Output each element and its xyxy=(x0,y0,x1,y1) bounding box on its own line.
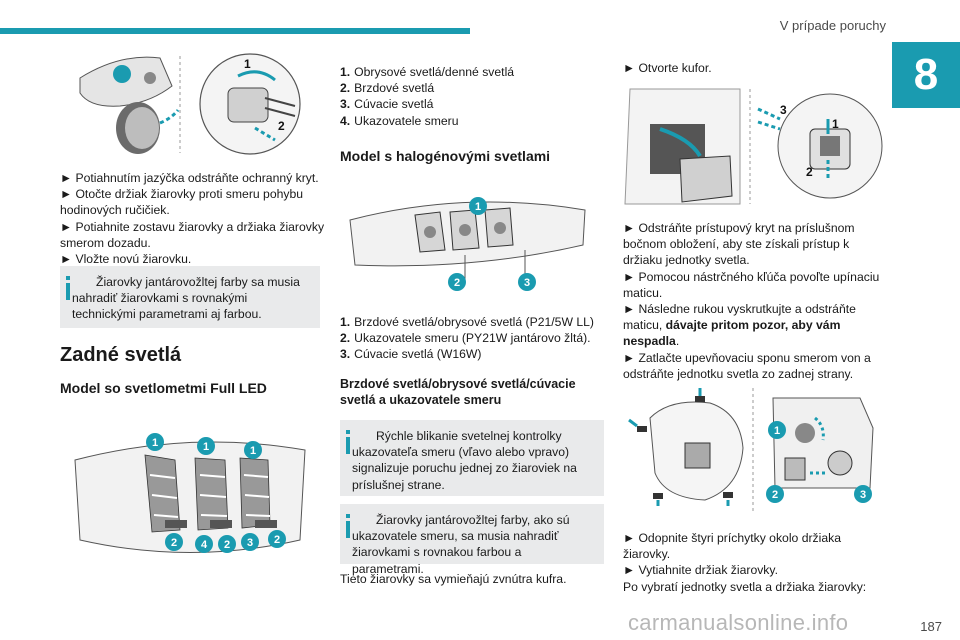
col3-steps-2: ► Odopnite štyri príchytky okolo držiaka… xyxy=(623,530,888,595)
legend-item: 4.Ukazovatele smeru xyxy=(340,113,459,128)
step-remove-access-cover: ► Odstráňte prístupový kryt na príslušno… xyxy=(623,221,855,268)
col2-legend-list-2: 1.Brzdové svetlá/obrysové svetlá (P21/5W… xyxy=(340,314,610,363)
section-title: Zadné svetlá xyxy=(60,344,182,366)
page-number: 187 xyxy=(920,619,942,634)
step-loosen-nut: ► Pomocou nástrčného kľúča povoľte upína… xyxy=(623,269,880,300)
info-icon xyxy=(346,514,350,538)
legend-item: 3.Cúvacie svetlá xyxy=(340,97,434,112)
fig3-label-2: 2 xyxy=(454,277,460,289)
legend-item: 1.Brzdové svetlá/obrysové svetlá (P21/5W… xyxy=(340,315,594,329)
fig2-label-a: 1 xyxy=(152,437,158,449)
figure-trunk-access-cover: 3 1 2 xyxy=(624,88,883,205)
legend-item: 3.Cúvacie svetlá (W16W) xyxy=(340,347,482,362)
fig3-label-3: 3 xyxy=(524,277,530,289)
header-accent-bar xyxy=(0,28,470,34)
step-open-trunk: ► Otvorte kufor. xyxy=(623,61,712,75)
step-push-clip: ► Zatlačte upevňovaciu sponu smerom von … xyxy=(623,350,871,381)
info-box-amber-bulbs: Žiarovky jantárovožltej farby sa musia n… xyxy=(60,266,320,328)
fig4-label-1: 1 xyxy=(832,117,839,131)
info-box-amber-indicators: Žiarovky jantárovožltej farby, ako sú uk… xyxy=(340,504,604,576)
info-icon xyxy=(346,430,350,454)
step-insert-bulb: ► Vložte novú žiarovku. xyxy=(60,252,192,267)
chapter-number-tab: 8 xyxy=(892,42,960,108)
step-remove-cover: ► Potiahnutím jazýčka odstráňte ochranný… xyxy=(60,171,319,185)
col2-legend-list-1: 1.Obrysové svetlá/denné svetlá 2.Brzdové… xyxy=(340,64,605,129)
legend-item: 1.Obrysové svetlá/denné svetlá xyxy=(340,65,515,79)
subsection-title-full-led: Model so svetlometmi Full LED xyxy=(60,380,267,396)
fig2-label-f: 2 xyxy=(224,539,230,551)
fig4-label-3: 3 xyxy=(780,103,787,117)
fig1-label-2: 2 xyxy=(278,119,285,133)
fig3-label-1: 1 xyxy=(475,201,481,213)
col1-steps: ► Potiahnutím jazýčka odstráňte ochranný… xyxy=(60,170,330,267)
info-icon xyxy=(66,276,70,300)
fig2-label-e: 4 xyxy=(201,539,208,551)
fig2-label-g: 3 xyxy=(247,537,253,549)
legend-item: 2.Ukazovatele smeru (PY21W jantárovo žlt… xyxy=(340,331,591,346)
heading-brake-reverse-indicator: Brzdové svetlá/obrysové svetlá/cúvacie s… xyxy=(340,377,576,407)
fig4-label-2: 2 xyxy=(806,165,813,179)
legend-item: 2.Brzdové svetlá xyxy=(340,81,435,96)
step-pull-out-holder: ► Vytiahnite držiak žiarovky. xyxy=(623,563,778,578)
header-title: V prípade poruchy xyxy=(779,18,886,33)
watermark: carmanualsonline.info xyxy=(628,610,849,635)
step-unscrew-nut: ► Následne rukou vyskrutkujte a odstráňt… xyxy=(623,302,856,349)
fig5-label-2: 2 xyxy=(772,489,778,501)
subsection-title-halogen: Model s halogénovými svetlami xyxy=(340,148,551,164)
fig2-label-c: 1 xyxy=(250,445,256,457)
fig5-label-1: 1 xyxy=(774,425,780,437)
info-box-fast-blinking: Rýchle blikanie svetelnej kontrolky ukaz… xyxy=(340,420,604,496)
figure-full-led-taillight: 1 1 1 2 4 2 3 2 xyxy=(74,433,306,553)
fig1-label-1: 1 xyxy=(244,57,251,71)
fig2-label-d: 2 xyxy=(171,537,177,549)
fig2-label-h: 2 xyxy=(274,534,280,546)
figure-bulb-holder-removal: 1 2 xyxy=(79,53,301,155)
step-rotate-holder: ► Otočte držiak žiarovky proti smeru poh… xyxy=(60,187,304,218)
col2-footer-text: Tieto žiarovky sa vymieňajú zvnútra kufr… xyxy=(340,572,567,586)
step-pull-holder: ► Potiahnite zostavu žiarovky a držiaka … xyxy=(60,219,325,250)
step-after-removal: Po vybratí jednotky svetla a držiaka žia… xyxy=(623,579,867,594)
figure-bulb-holder-clips: 1 2 3 xyxy=(628,388,874,513)
figure-halogen-taillight: 1 2 3 xyxy=(349,197,586,291)
fig2-label-b: 1 xyxy=(203,441,209,453)
col3-steps: ► Odstráňte prístupový kryt na príslušno… xyxy=(623,220,888,382)
fig5-label-3: 3 xyxy=(860,489,866,501)
step-unclip-holder: ► Odopnite štyri príchytky okolo držiaka… xyxy=(623,531,841,562)
